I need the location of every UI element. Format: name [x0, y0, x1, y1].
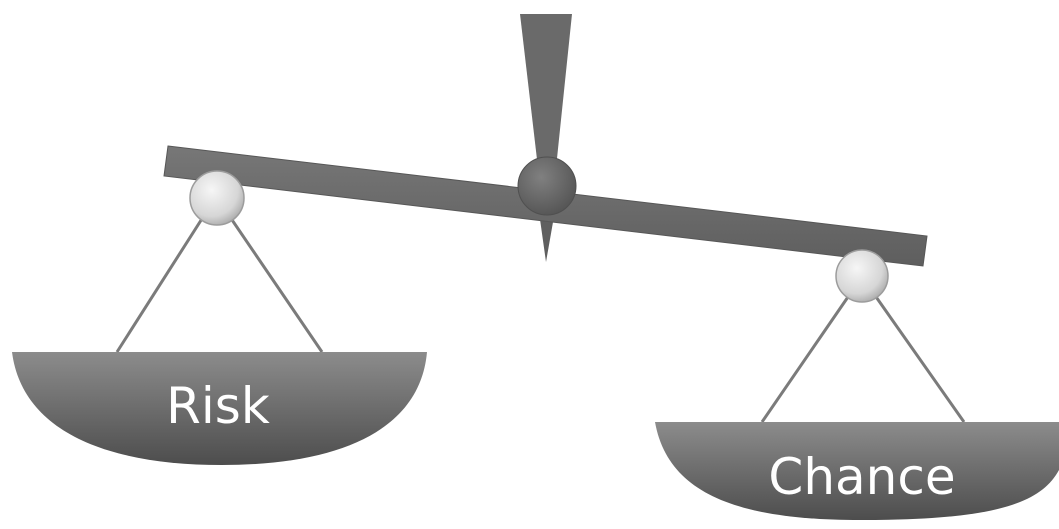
left-hook-ball	[190, 171, 244, 225]
right-pan-label: Chance	[768, 448, 955, 506]
left-pan-label: Risk	[166, 377, 270, 435]
right-hook-ball	[836, 250, 888, 302]
right-string-outer	[762, 294, 850, 422]
top-needle	[520, 14, 572, 168]
right-string-inner	[874, 294, 964, 422]
left-string-outer	[117, 214, 205, 352]
pivot-hub	[518, 157, 576, 215]
left-string-inner	[228, 214, 322, 352]
